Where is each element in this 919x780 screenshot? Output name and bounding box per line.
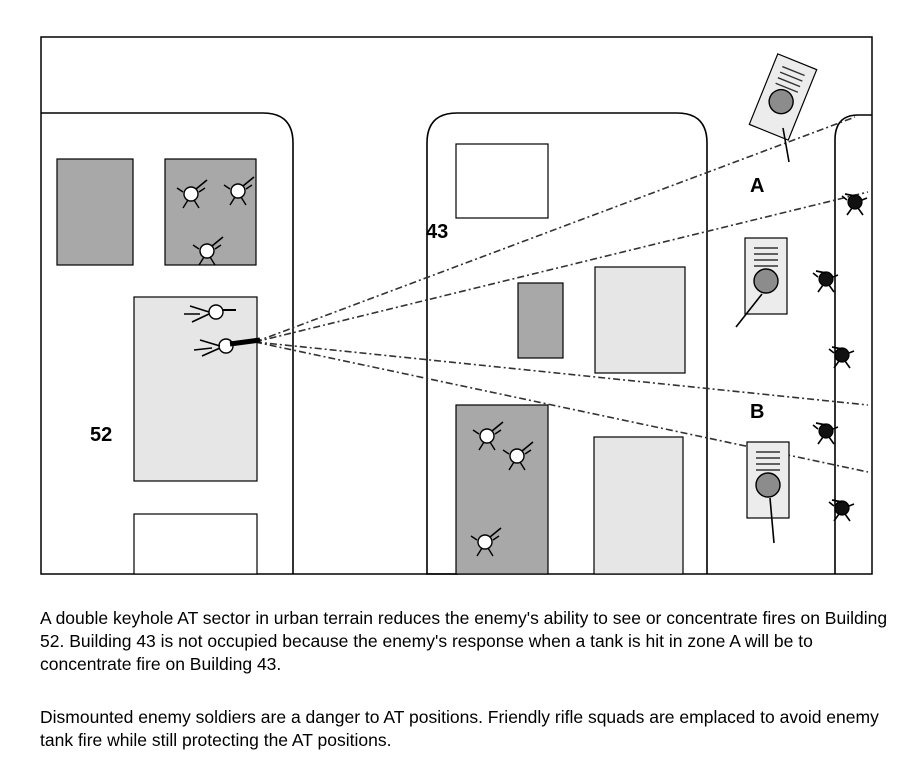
building-left-top-left [56,158,134,266]
enemy-tank-icon [746,441,790,519]
at-gunner-icon [184,304,236,323]
building-52-label: 52 [90,424,112,446]
city-block-right [834,114,872,574]
tank-gun-barrel [769,497,775,544]
building-middle-bottom-right [593,436,684,575]
tank-gun-barrel [735,293,763,328]
city-block-middle [426,112,708,575]
building-left-bottom [133,513,258,575]
caption-keyhole-sector: A double keyhole AT sector in urban terr… [40,608,888,674]
building-middle-right [594,266,686,374]
building-middle-small [517,282,564,359]
zone-b-label: B [750,401,764,423]
keyhole-sector-diagram: 52 43 A B [40,36,873,575]
tank-gun-barrel [782,127,790,163]
building-43 [455,143,549,219]
building-43-label: 43 [426,221,448,243]
zone-a-label: A [750,175,764,197]
city-block-left [41,112,294,574]
at-gunner-icon [193,337,261,357]
enemy-tank-icon [744,237,788,315]
building-friendly-squad-2 [455,404,549,575]
keyhole-sector-lines [254,116,869,473]
building-52 [133,296,258,482]
caption-rifle-squads: Dismounted enemy soldiers are a danger t… [40,707,879,750]
